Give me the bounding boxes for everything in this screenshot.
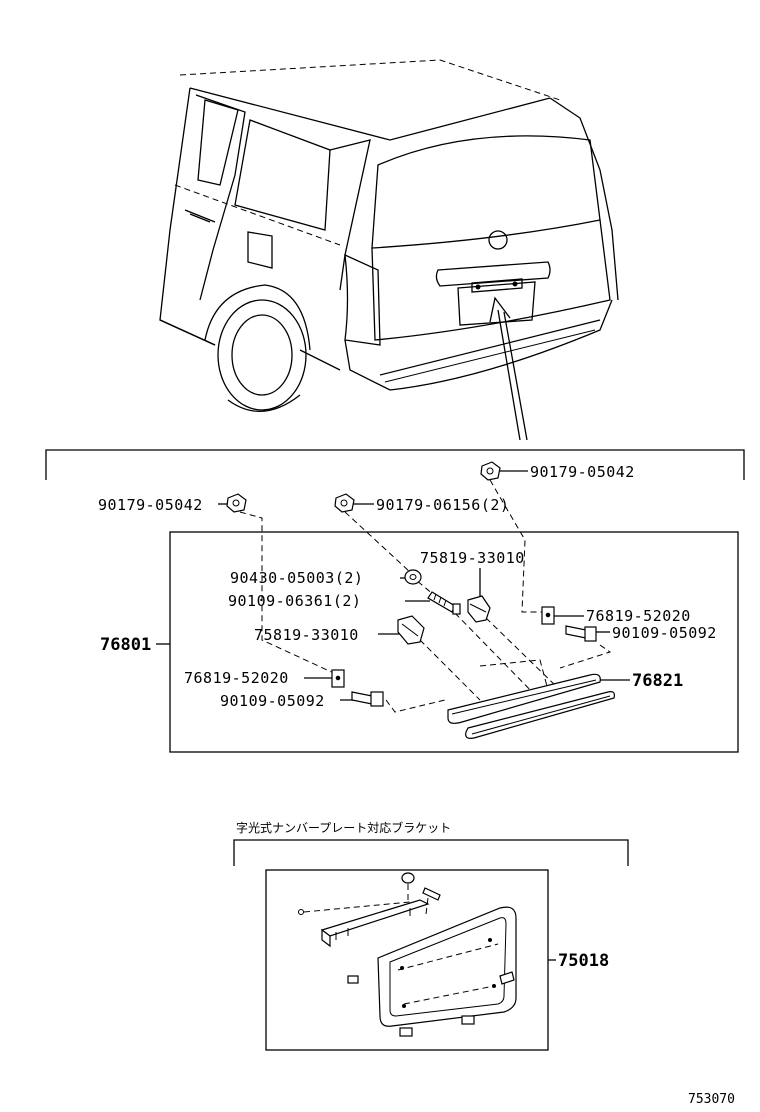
clip-76819-52020-right xyxy=(541,606,555,625)
group-bracket-lower xyxy=(233,839,629,866)
bracket-assembly-75018 xyxy=(298,872,517,1037)
bracket-caption: 字光式ナンバープレート対応ブラケット xyxy=(236,820,451,835)
lamp-socket-75819-33010-b xyxy=(397,615,425,645)
lamp-socket-75819-33010-a xyxy=(467,595,491,623)
clip-90179-05042-left xyxy=(226,493,247,513)
label-75819-33010-a: 75819-33010 xyxy=(420,549,525,567)
label-90109-05092-left: 90109-05092 xyxy=(220,692,325,710)
label-75018: 75018 xyxy=(558,951,609,971)
vehicle-illustration xyxy=(159,59,619,441)
label-90430-05003: 90430-05003(2) xyxy=(230,569,363,587)
label-75819-33010-b: 75819-33010 xyxy=(254,626,359,644)
license-lamp-76821 xyxy=(447,673,615,739)
assembly-box-76801 xyxy=(169,531,739,753)
label-90109-05092-right: 90109-05092 xyxy=(612,624,717,642)
figure-code: 753070 xyxy=(688,1092,735,1107)
label-90179-05042-left: 90179-05042 xyxy=(98,496,203,514)
washer-90430-05003 xyxy=(404,569,422,585)
bulb-90109-05092-left xyxy=(351,691,384,707)
label-76821: 76821 xyxy=(632,671,683,691)
label-90179-06156: 90179-06156(2) xyxy=(376,496,509,514)
bulb-90109-05092-right xyxy=(565,625,597,642)
label-76819-52020-right: 76819-52020 xyxy=(586,607,691,625)
label-90109-06361: 90109-06361(2) xyxy=(228,592,361,610)
assembly-dashes-upper xyxy=(239,479,612,713)
clip-90179-05042-top xyxy=(480,461,501,481)
label-90179-05042-top: 90179-05042 xyxy=(530,463,635,481)
screw-90109-06361 xyxy=(427,591,461,615)
label-76819-52020-left: 76819-52020 xyxy=(184,669,289,687)
nut-90179-06156 xyxy=(334,493,355,513)
group-bracket-upper xyxy=(45,449,745,480)
clip-76819-52020-left xyxy=(331,669,345,688)
label-76801: 76801 xyxy=(100,635,151,655)
